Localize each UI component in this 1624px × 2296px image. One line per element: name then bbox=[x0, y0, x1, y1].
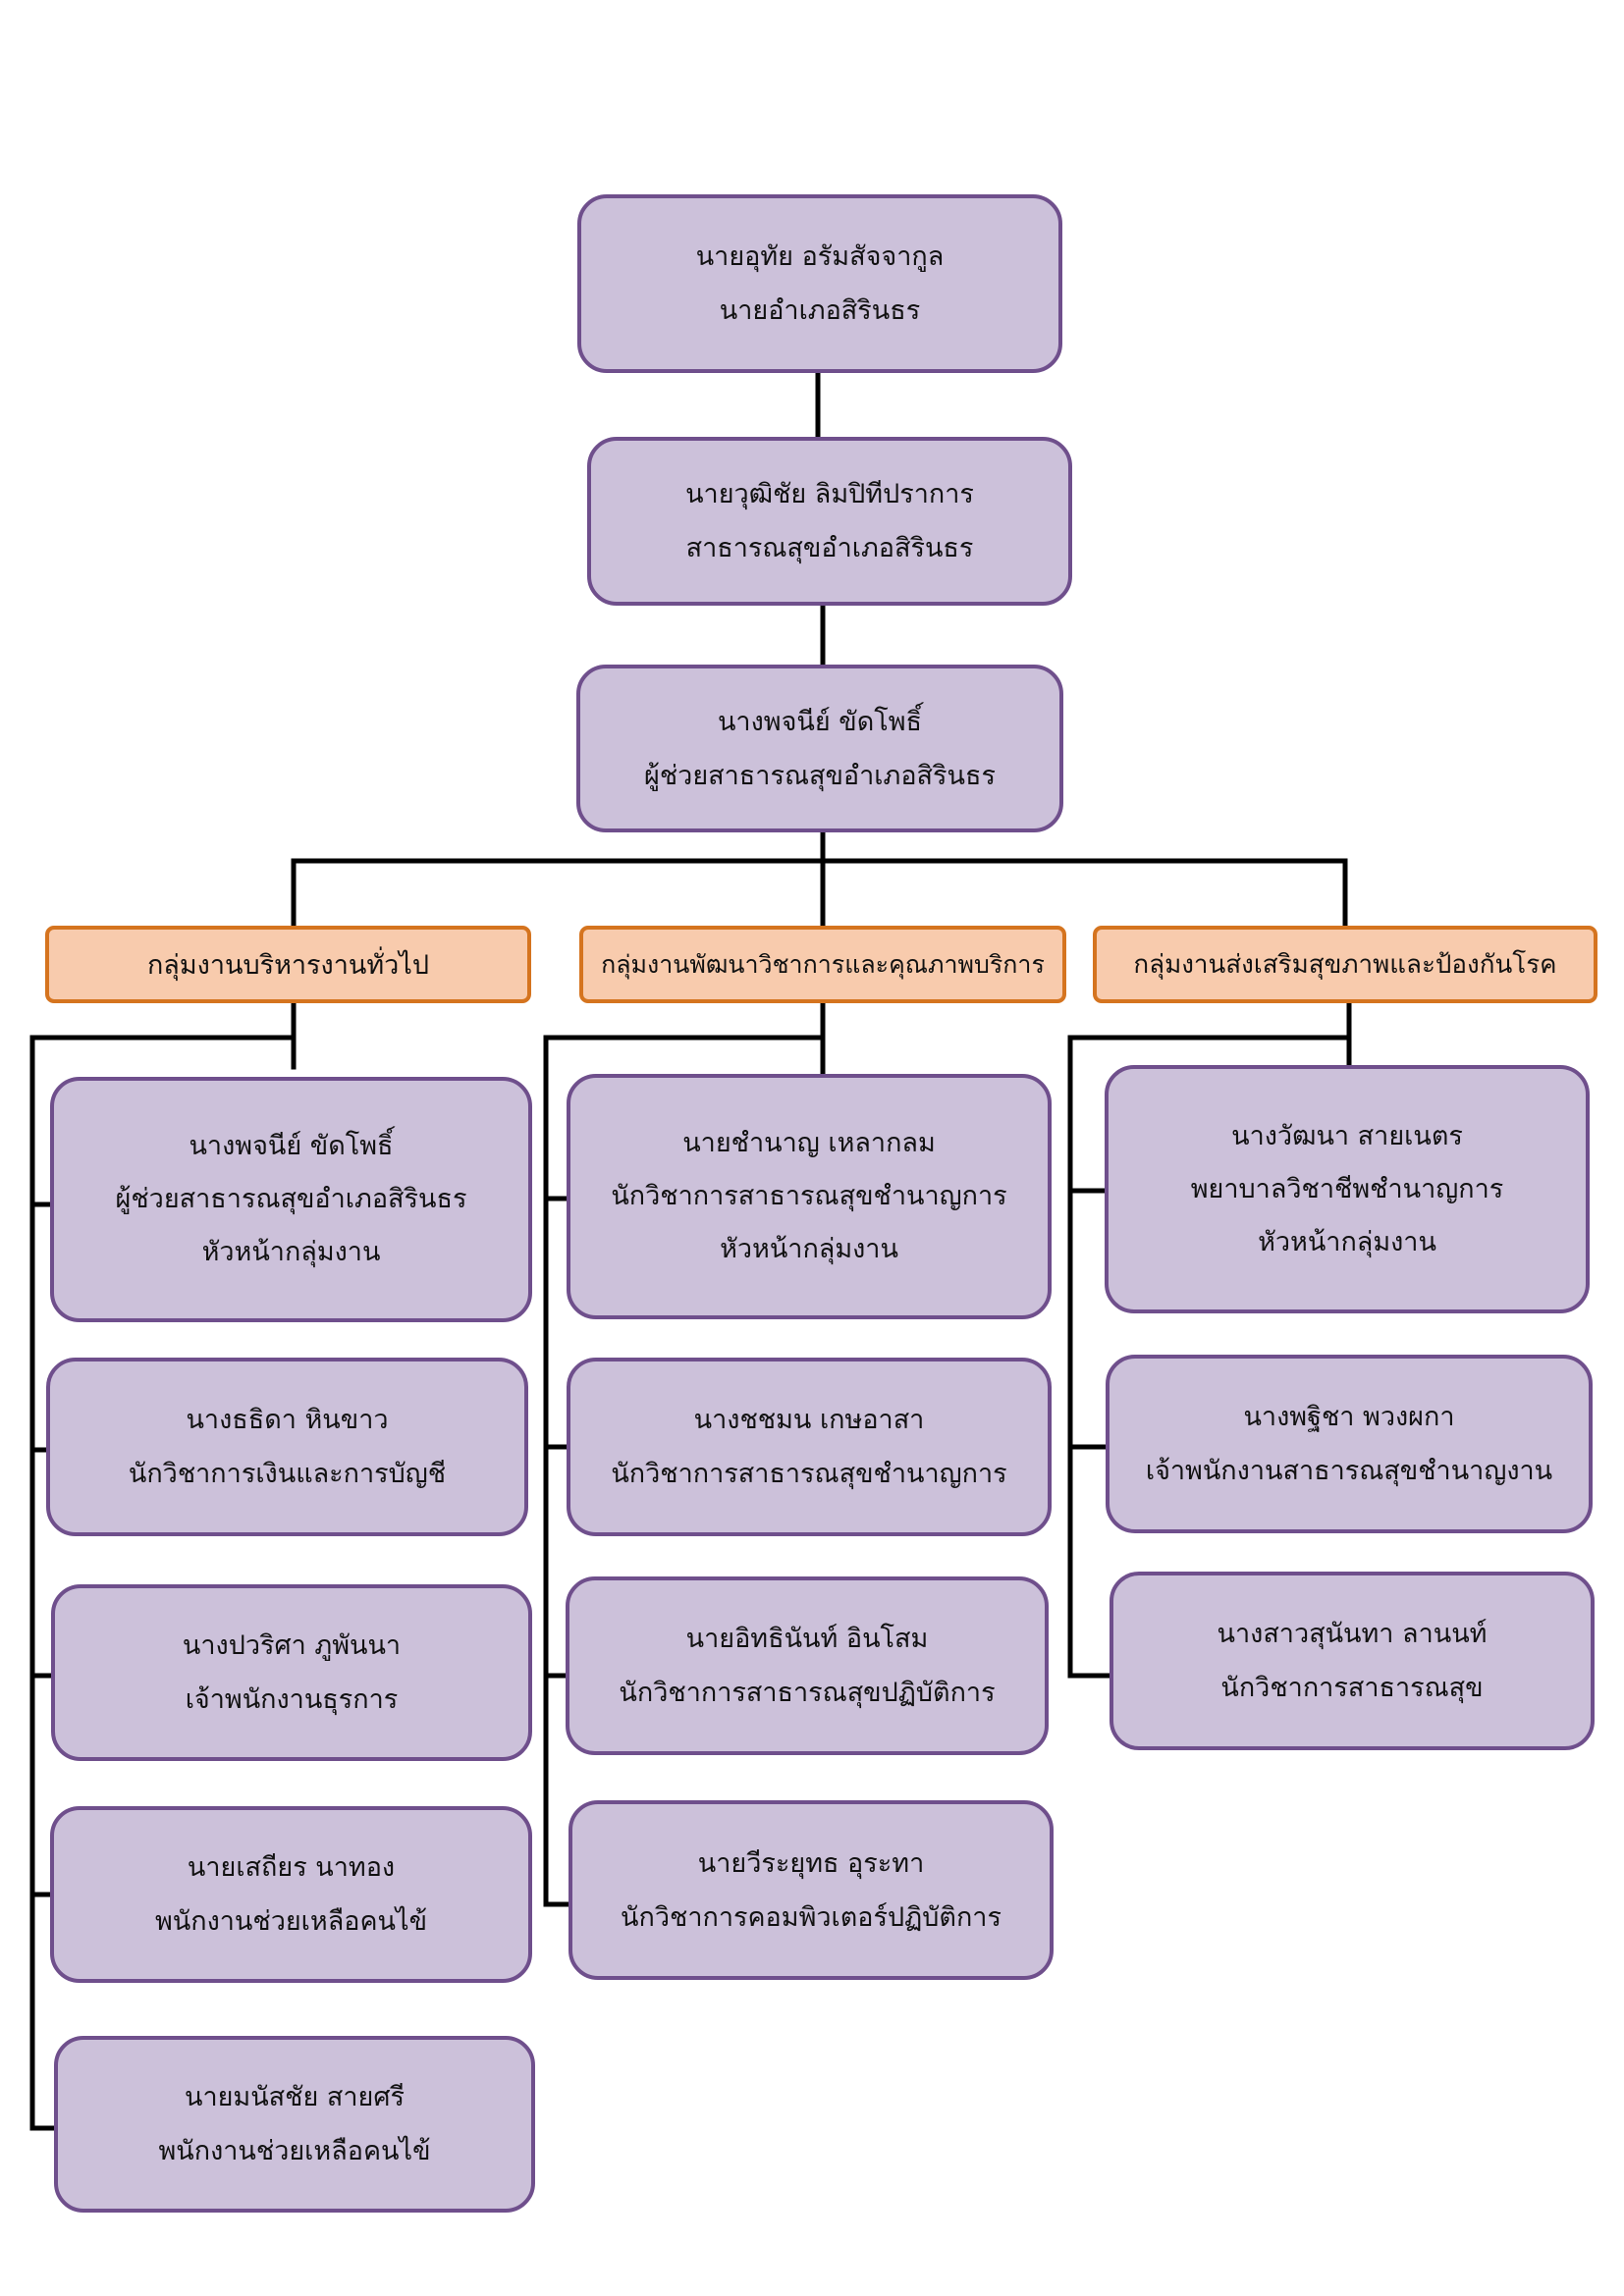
node-name: นางพจนีย์ ขัดโพธิ์ bbox=[717, 706, 923, 737]
staff-card: นางสาวสุนันทา ลานนท์ นักวิชาการสาธารณสุข bbox=[1110, 1572, 1595, 1750]
staff-role: หัวหน้ากลุ่มงาน bbox=[201, 1237, 381, 1267]
staff-name: นายชำนาญ เหลากลม bbox=[682, 1128, 936, 1158]
staff-role: หัวหน้ากลุ่มงาน bbox=[1258, 1226, 1436, 1257]
staff-card: นางวัฒนา สายเนตร พยาบาลวิชาชีพชำนาญการ ห… bbox=[1105, 1065, 1590, 1313]
group-header-academic-quality: กลุ่มงานพัฒนาวิชาการและคุณภาพบริการ bbox=[579, 926, 1066, 1003]
group-title: กลุ่มงานพัฒนาวิชาการและคุณภาพบริการ bbox=[601, 949, 1045, 979]
staff-card: นางปวริศา ภูพันนา เจ้าพนักงานธุรการ bbox=[51, 1584, 532, 1761]
staff-card: นางพฐิชา พวงผกา เจ้าพนักงานสาธารณสุขชำนา… bbox=[1106, 1355, 1593, 1533]
staff-card: นายมนัสชัย สายศรี พนักงานช่วยเหลือคนไข้ bbox=[54, 2036, 535, 2213]
staff-position: พนักงานช่วยเหลือคนไข้ bbox=[154, 1906, 428, 1937]
staff-name: นายอิทธินันท์ อินโสม bbox=[685, 1624, 929, 1654]
staff-position: นักวิชาการสาธารณสุข bbox=[1220, 1673, 1484, 1703]
node-district-chief: นายอุทัย อรัมสัจจากูล นายอำเภอสิรินธร bbox=[577, 194, 1062, 373]
group-title: กลุ่มงานส่งเสริมสุขภาพและป้องกันโรค bbox=[1133, 950, 1557, 980]
staff-position: พนักงานช่วยเหลือคนไข้ bbox=[158, 2136, 431, 2166]
staff-position: ผู้ช่วยสาธารณสุขอำเภอสิรินธร bbox=[115, 1184, 467, 1214]
staff-position: นักวิชาการสาธารณสุขชำนาญการ bbox=[611, 1459, 1007, 1489]
staff-name: นายมนัสชัย สายศรี bbox=[184, 2082, 405, 2112]
staff-name: นางวัฒนา สายเนตร bbox=[1231, 1120, 1463, 1151]
staff-name: นางชชมน เกษอาสา bbox=[693, 1405, 925, 1435]
staff-role: หัวหน้ากลุ่มงาน bbox=[720, 1234, 898, 1264]
staff-card: นายเสถียร นาทอง พนักงานช่วยเหลือคนไข้ bbox=[50, 1806, 532, 1983]
node-position: ผู้ช่วยสาธารณสุขอำเภอสิรินธร bbox=[644, 760, 996, 791]
group-title: กลุ่มงานบริหารงานทั่วไป bbox=[146, 950, 430, 981]
node-position: นายอำเภอสิรินธร bbox=[719, 295, 921, 326]
staff-card: นายชำนาญ เหลากลม นักวิชาการสาธารณสุขชำนา… bbox=[567, 1074, 1052, 1319]
node-district-health-officer: นายวุฒิชัย ลิมปิทีปราการ สาธารณสุขอำเภอส… bbox=[587, 437, 1072, 606]
staff-position: นักวิชาการเงินและการบัญชี bbox=[128, 1459, 447, 1489]
staff-position: เจ้าพนักงานสาธารณสุขชำนาญงาน bbox=[1145, 1456, 1553, 1486]
staff-name: นางธธิดา หินขาว bbox=[186, 1405, 389, 1435]
staff-position: นักวิชาการสาธารณสุขปฏิบัติการ bbox=[619, 1678, 996, 1708]
staff-name: นางพฐิชา พวงผกา bbox=[1243, 1402, 1455, 1432]
staff-name: นายวีระยุทธ อุระทา bbox=[697, 1847, 925, 1879]
staff-position: นักวิชาการคอมพิวเตอร์ปฏิบัติการ bbox=[621, 1901, 1001, 1933]
staff-position: เจ้าพนักงานธุรการ bbox=[185, 1684, 399, 1715]
node-assistant-health-officer: นางพจนีย์ ขัดโพธิ์ ผู้ช่วยสาธารณสุขอำเภอ… bbox=[576, 665, 1063, 832]
node-name: นายอุทัย อรัมสัจจากูล bbox=[695, 241, 945, 272]
staff-position: พยาบาลวิชาชีพชำนาญการ bbox=[1190, 1173, 1504, 1204]
staff-card: นางพจนีย์ ขัดโพธิ์ ผู้ช่วยสาธารณสุขอำเภอ… bbox=[50, 1077, 532, 1322]
staff-name: นางปวริศา ภูพันนา bbox=[182, 1630, 402, 1661]
staff-card: นายวีระยุทธ อุระทา นักวิชาการคอมพิวเตอร์… bbox=[568, 1800, 1054, 1980]
staff-name: นางพจนีย์ ขัดโพธิ์ bbox=[189, 1131, 394, 1161]
staff-card: นางชชมน เกษอาสา นักวิชาการสาธารณสุขชำนาญ… bbox=[567, 1358, 1052, 1536]
node-name: นายวุฒิชัย ลิมปิทีปราการ bbox=[685, 479, 974, 509]
staff-card: นางธธิดา หินขาว นักวิชาการเงินและการบัญช… bbox=[46, 1358, 528, 1536]
staff-name: นายเสถียร นาทอง bbox=[187, 1852, 396, 1883]
group-header-general-admin: กลุ่มงานบริหารงานทั่วไป bbox=[45, 926, 531, 1003]
staff-card: นายอิทธินันท์ อินโสม นักวิชาการสาธารณสุข… bbox=[566, 1576, 1049, 1755]
group-header-health-promotion: กลุ่มงานส่งเสริมสุขภาพและป้องกันโรค bbox=[1093, 926, 1597, 1003]
node-position: สาธารณสุขอำเภอสิรินธร bbox=[685, 533, 974, 563]
staff-name: นางสาวสุนันทา ลานนท์ bbox=[1217, 1619, 1488, 1649]
staff-position: นักวิชาการสาธารณสุขชำนาญการ bbox=[611, 1181, 1007, 1211]
